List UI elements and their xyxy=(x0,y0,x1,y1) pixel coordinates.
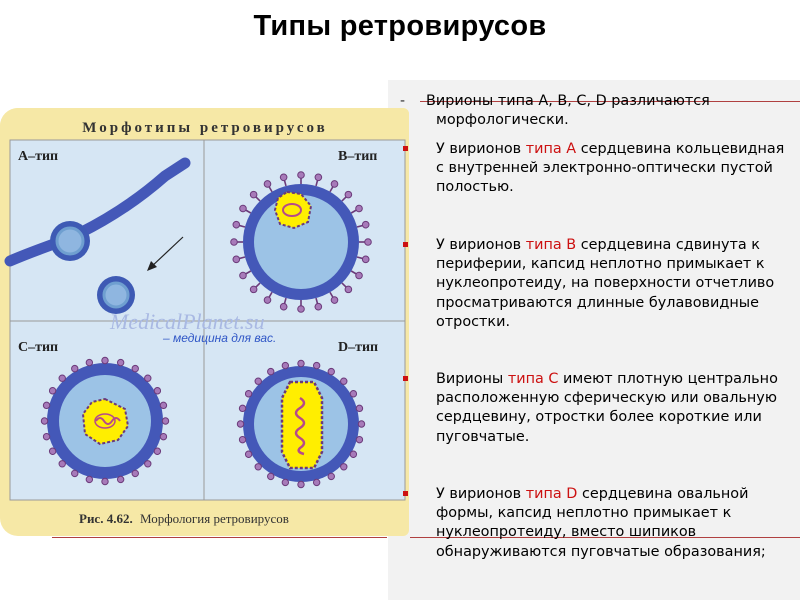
list-item-type-b-pre: У вирионов xyxy=(436,237,526,253)
list-item-type-a-post: сердцевина кольцевидная с внутренней эле… xyxy=(436,141,785,196)
list-item-intro: - Вирионы типа A, B, C, D различаются мо… xyxy=(398,92,796,140)
square-bullet-icon xyxy=(403,242,408,247)
morphotype-description-list: - Вирионы типа A, B, C, D различаются мо… xyxy=(398,92,796,562)
divider-bottom-left xyxy=(52,537,387,538)
list-item-intro-line2: морфологически. xyxy=(436,112,569,129)
figure-header: Морфотипы ретровирусов xyxy=(82,120,327,136)
list-item-type-d-highlight: типа D xyxy=(525,486,578,502)
square-bullet-icon xyxy=(403,376,408,381)
panel-label-d: D–тип xyxy=(338,340,378,355)
virion-knob xyxy=(297,480,305,489)
type-a-virion-drawing xyxy=(4,157,191,314)
square-bullet-icon xyxy=(403,491,408,496)
watermark-site: MedicalPlanet.su xyxy=(110,309,265,334)
list-item-type-c-pre: Вирионы xyxy=(436,371,508,387)
list-item-type-c: Вирионы типа C имеют плотную центрально … xyxy=(398,370,796,485)
panel-label-a: A–тип xyxy=(18,149,58,164)
type-b-virion-drawing xyxy=(229,170,373,314)
virion-knob xyxy=(161,417,170,425)
list-item-type-a: У вирионов типа A сердцевина кольцевидна… xyxy=(398,140,796,236)
virion-knob xyxy=(236,420,245,428)
virion-knob xyxy=(101,477,109,486)
square-bullet-icon xyxy=(403,146,408,151)
list-item-type-a-pre: У вирионов xyxy=(436,141,526,157)
type-d-virion-drawing xyxy=(236,359,366,489)
list-item-type-c-highlight: типа C xyxy=(507,371,559,387)
text-panel-background xyxy=(388,80,800,600)
list-item-type-d-pre: У вирионов xyxy=(436,486,526,502)
figure-drawing: Морфотипы ретровирусов A–тип B–тип C–тип… xyxy=(0,108,409,526)
figure-caption-text: Морфология ретровирусов xyxy=(140,511,289,526)
list-item-type-b-post: сердцевина сдвинута к периферии, капсид … xyxy=(436,237,775,330)
figure-caption: Рис. 4.62. Морфология ретровирусов xyxy=(79,511,289,526)
list-item-intro-line1: Вирионы типа A, B, C, D различаются xyxy=(426,93,710,109)
virion-knob xyxy=(40,417,49,425)
dash-bullet-icon: - xyxy=(400,93,406,109)
panel-label-c: C–тип xyxy=(18,340,58,355)
virion-knob xyxy=(101,356,109,365)
list-item-type-a-highlight: типа A xyxy=(525,141,577,157)
retrovirus-morphotypes-figure: Морфотипы ретровирусов A–тип B–тип C–тип… xyxy=(0,108,409,536)
virion-knob xyxy=(357,420,366,428)
virion-knob xyxy=(297,359,305,368)
list-item-type-c-post: имеют плотную центрально расположенную с… xyxy=(436,371,778,445)
list-item-type-b-highlight: типа B xyxy=(525,237,577,253)
type-c-virion-drawing xyxy=(40,356,170,486)
list-item-type-d-post: сердцевина овальной формы, капсид неплот… xyxy=(436,486,766,560)
watermark-tagline: – медицина для вас. xyxy=(163,331,277,345)
figure-caption-number: Рис. 4.62. xyxy=(79,511,133,526)
divider-top xyxy=(420,101,800,102)
list-item-type-b: У вирионов типа B сердцевина сдвинута к … xyxy=(398,236,796,370)
slide-title: Типы ретровирусов xyxy=(253,10,547,42)
panel-label-b: B–тип xyxy=(338,149,377,164)
list-item-type-d: У вирионов типа D сердцевина овальной фо… xyxy=(398,485,796,562)
divider-bottom-right xyxy=(410,537,800,538)
